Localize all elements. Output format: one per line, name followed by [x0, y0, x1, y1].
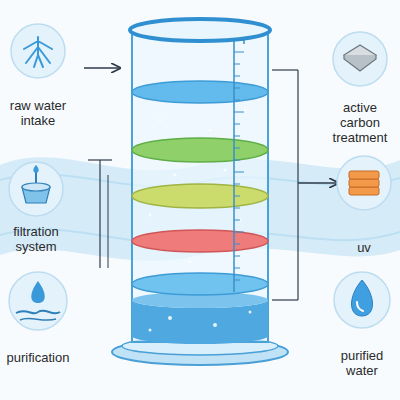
icon-circle: [337, 156, 391, 210]
icon-glyph: [344, 45, 376, 71]
step-label: filtration system: [7, 224, 65, 254]
step-icon: [332, 270, 392, 330]
step-icon: [7, 160, 65, 218]
step-label: raw water intake: [7, 98, 69, 128]
step-label: active carbon treatment: [330, 100, 391, 145]
scale-tick: [234, 52, 244, 53]
bracket-line: [272, 69, 298, 70]
bracket-line: [108, 175, 109, 268]
step-icon: [9, 22, 67, 80]
scale-tick: [234, 196, 240, 197]
step-node: active carbon treatment: [330, 30, 391, 145]
cylinder-rim: [130, 19, 270, 41]
scale-tick: [234, 184, 240, 185]
step-node: purification: [4, 270, 73, 365]
bubbles: [149, 109, 252, 332]
step-icon: [335, 154, 393, 212]
bracket-line: [99, 160, 100, 268]
scale-tick: [234, 280, 240, 281]
icon-circle: [11, 24, 65, 78]
scale-tick: [234, 136, 240, 137]
cylinder-body: [132, 30, 268, 342]
step-node: purified water: [332, 270, 392, 378]
icon-glyph: [349, 171, 379, 195]
measure-scale: [233, 40, 235, 292]
icon-circle: [333, 32, 387, 86]
scale-ticks: [234, 52, 244, 280]
layer-disc: [132, 81, 268, 103]
step-icon: [7, 270, 69, 332]
icon-circle: [9, 162, 63, 216]
icon-glyph: [16, 281, 60, 320]
step-label: purified water: [332, 348, 392, 378]
scale-tick: [234, 232, 244, 233]
step-node: uv: [335, 154, 393, 255]
scale-tick: [234, 172, 244, 173]
scale-tick: [234, 124, 240, 125]
scale-tick: [234, 220, 240, 221]
step-node: filtration system: [7, 160, 65, 254]
layer-disc: [132, 138, 268, 162]
icon-circle: [334, 272, 390, 328]
step-label: uv: [335, 240, 393, 255]
layer-disc: [132, 184, 268, 208]
intake-arrow: [84, 67, 120, 69]
scale-tick: [234, 256, 240, 257]
scale-tick: [234, 88, 240, 89]
layer-disc: [132, 230, 268, 252]
scale-tick: [234, 112, 244, 113]
bracket-line: [297, 70, 298, 300]
icon-glyph: [352, 280, 373, 316]
step-icon: [331, 30, 389, 88]
bracket-line: [272, 299, 298, 300]
scale-tick: [234, 268, 240, 269]
scale-tick: [234, 76, 240, 77]
scale-tick: [234, 160, 240, 161]
scale-tick: [234, 64, 240, 65]
layer-disc: [132, 273, 268, 295]
scale-tick: [234, 208, 240, 209]
icon-circle: [9, 272, 67, 330]
icon-glyph: [24, 37, 52, 67]
bracket-line: [88, 159, 112, 160]
icon-glyph: [22, 165, 50, 203]
output-arrow: [298, 182, 338, 184]
scale-tick: [234, 100, 240, 101]
step-label: purification: [4, 350, 73, 365]
step-node: raw water intake: [7, 22, 69, 128]
scale-tick: [234, 244, 240, 245]
scale-tick: [234, 148, 240, 149]
